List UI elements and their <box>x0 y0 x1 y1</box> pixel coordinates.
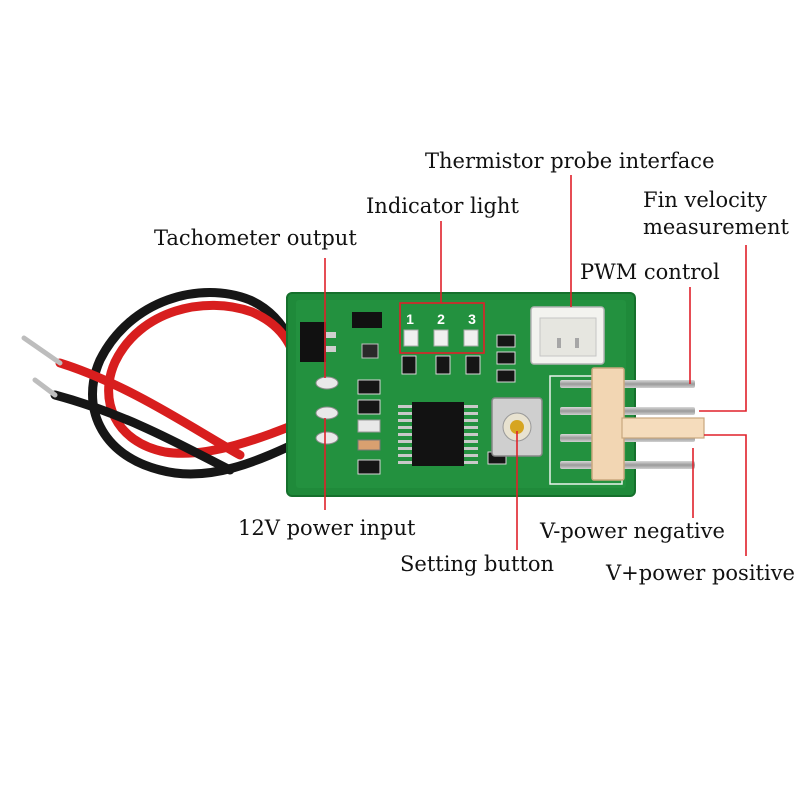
pad-red <box>315 406 339 420</box>
leader-vpos <box>704 434 747 556</box>
indicator-box <box>399 302 485 354</box>
transistor <box>300 322 326 362</box>
led-2 <box>433 329 449 347</box>
black-wire-loop <box>88 288 323 479</box>
led-1 <box>403 329 419 347</box>
header-body <box>591 367 625 481</box>
led-number-3: 3 <box>468 311 476 327</box>
pcb-board: 1 2 3 <box>286 292 636 497</box>
led-number-1: 1 <box>406 311 414 327</box>
black-wire-lead <box>50 390 235 475</box>
label-tachometer-output: Tachometer output <box>154 226 357 250</box>
label-setting-button: Setting button <box>400 552 555 576</box>
label-pwm-control: PWM control <box>580 260 720 284</box>
header-key <box>621 417 705 439</box>
label-v-power-negative: V-power negative <box>540 519 725 543</box>
leader-fin <box>699 245 747 412</box>
pin-1 <box>560 380 695 388</box>
pad-tacho <box>315 376 339 390</box>
pin-2 <box>560 407 695 415</box>
button-cap <box>510 420 524 434</box>
leader-lines <box>324 175 747 556</box>
red-wire-tip <box>21 335 63 366</box>
label-fin-velocity: Fin velocity measurement <box>643 187 789 241</box>
label-12v-power-input: 12V power input <box>238 516 416 540</box>
pad-black <box>315 431 339 445</box>
red-wire-lead <box>55 358 245 460</box>
label-indicator-light: Indicator light <box>366 194 519 218</box>
pin-4 <box>560 461 695 469</box>
led-3 <box>463 329 479 347</box>
thermistor-socket <box>530 306 605 365</box>
label-thermistor-probe: Thermistor probe interface <box>425 149 715 173</box>
led-row: 1 2 3 <box>403 311 479 347</box>
label-fin-line-2: measurement <box>643 215 789 239</box>
black-wire-tip <box>32 377 58 398</box>
label-fin-line-1: Fin velocity <box>643 188 767 212</box>
ic-chip <box>398 402 478 466</box>
fan-header <box>560 367 705 481</box>
power-wires <box>21 288 327 479</box>
led-number-2: 2 <box>437 311 445 327</box>
label-v-power-positive: V+power positive <box>606 561 795 585</box>
